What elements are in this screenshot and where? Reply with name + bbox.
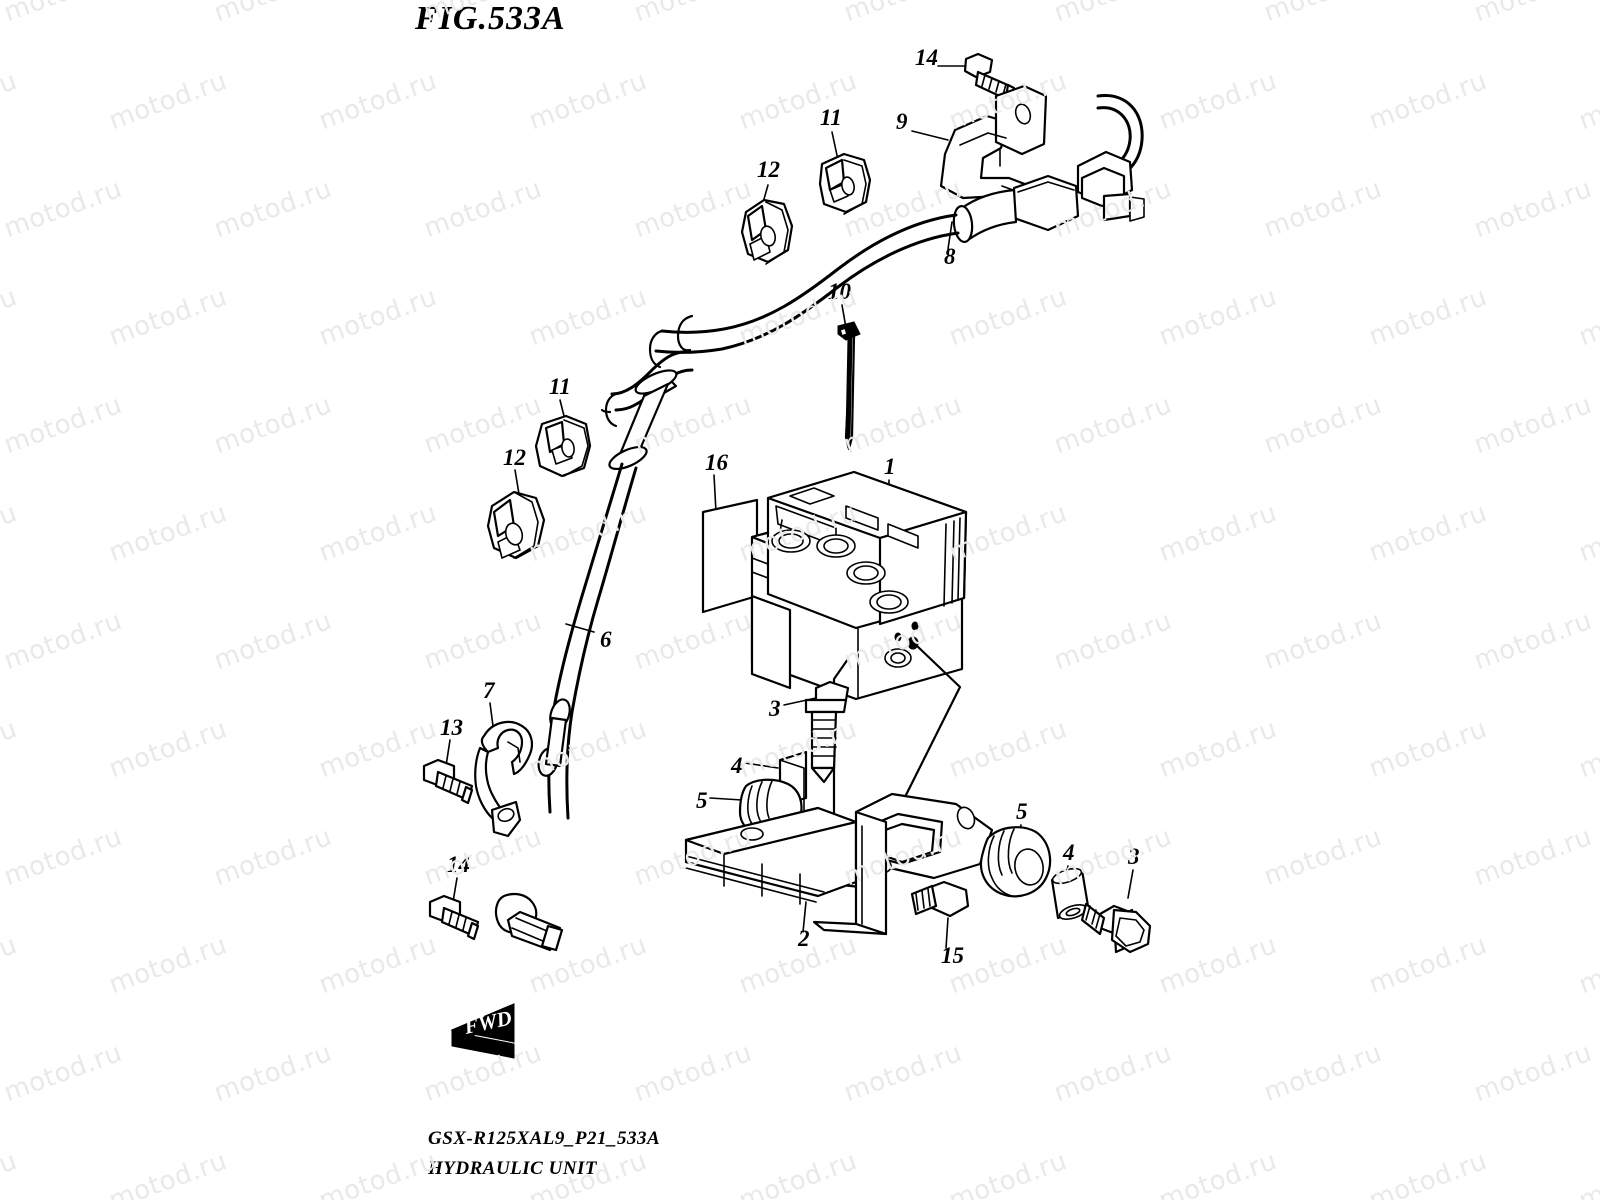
callout-3-upper: 3 — [769, 696, 781, 721]
callout-16: 16 — [705, 450, 728, 475]
part-10-cable-tie — [837, 321, 861, 451]
part-12-clamp-lower — [486, 490, 546, 560]
part-4-collar-right — [1050, 867, 1090, 920]
part-11-clamp-lower — [534, 414, 592, 478]
callout-4-right: 4 — [1063, 840, 1075, 865]
fwd-direction-marker: FWD — [450, 1003, 515, 1059]
callout-5-right: 5 — [1016, 799, 1028, 824]
part-16-label-plate — [701, 498, 759, 614]
callout-11-lower: 11 — [549, 374, 571, 399]
callout-11-upper-right: 11 — [820, 105, 842, 130]
callout-3-right: 3 — [1128, 844, 1140, 869]
callout-1: 1 — [884, 454, 896, 479]
part-1-hydraulic-unit — [750, 470, 968, 889]
callout-7: 7 — [483, 678, 495, 703]
page-title: FIG.533A — [415, 0, 566, 37]
part-5-cushion-right — [979, 826, 1052, 898]
part-15-bolt — [910, 880, 970, 918]
callout-14-lower: 14 — [447, 852, 470, 877]
callout-12-upper-left: 12 — [757, 157, 780, 182]
part-13-bolt — [422, 758, 474, 805]
part-2-bracket — [684, 792, 994, 936]
part-8-sensor-lead-rear — [648, 94, 1145, 369]
part-14-bolt-lower — [428, 894, 480, 941]
part-3-bolt-upper — [804, 680, 850, 784]
part-6-sensor-lead-front — [494, 369, 678, 952]
callout-15: 15 — [941, 943, 964, 968]
callout-8: 8 — [944, 244, 956, 269]
callout-13: 13 — [440, 715, 463, 740]
part-7-clamp — [474, 720, 533, 838]
callout-5-upper: 5 — [696, 788, 708, 813]
callout-10: 10 — [828, 279, 851, 304]
part-11-clamp-upper — [818, 152, 872, 215]
callout-14-top: 14 — [915, 45, 938, 70]
callout-6: 6 — [600, 627, 612, 652]
part-12-clamp-upper — [740, 198, 794, 265]
footer-subtitle: HYDRAULIC UNIT — [428, 1158, 598, 1179]
callout-4-upper: 4 — [731, 753, 743, 778]
callout-2: 2 — [798, 926, 810, 951]
footer-model-code: GSX-R125XAL9_P21_533A — [428, 1128, 661, 1149]
callout-12-lower: 12 — [503, 445, 526, 470]
part-3-bolt-right — [1080, 902, 1152, 954]
callout-9: 9 — [896, 109, 908, 134]
